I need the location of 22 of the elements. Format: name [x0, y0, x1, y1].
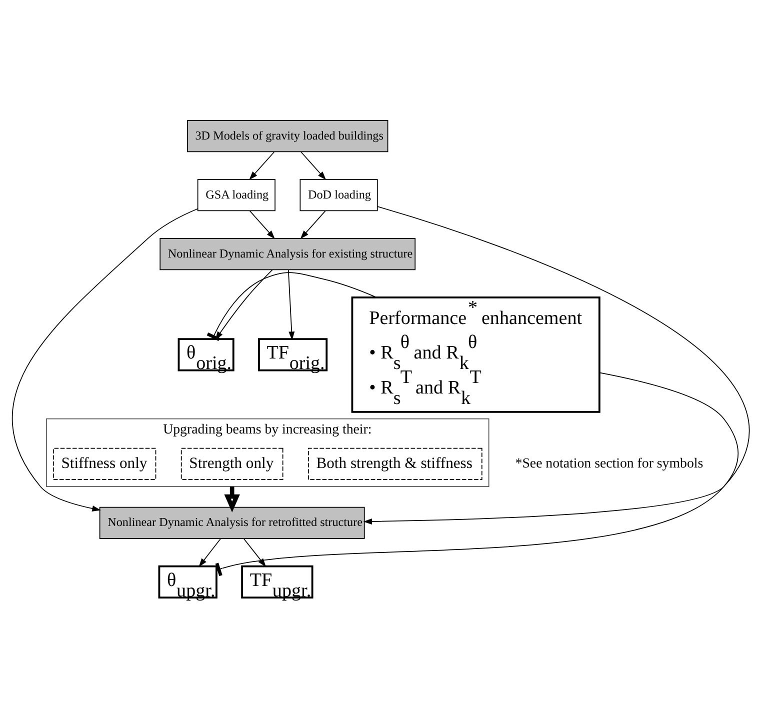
arrow: [224, 486, 240, 512]
arrow: [300, 151, 326, 180]
arrow: [300, 210, 326, 239]
node-box: Nonlinear Dynamic Analysis for retrofitted structure: [99, 506, 365, 538]
node-box: DoD loading: [300, 178, 378, 211]
node-box: GSA loading: [197, 178, 276, 211]
arrow: [363, 206, 750, 524]
connector: [215, 372, 739, 576]
node-label: upgr.: [272, 580, 312, 601]
label: *See notation section for symbols: [515, 456, 704, 471]
arrow: [12, 208, 198, 512]
node-box: Strength only: [180, 447, 284, 480]
arrow: [244, 538, 266, 566]
arrow: [288, 269, 295, 340]
node-box: 3D Models of gravity loaded buildings: [186, 120, 388, 152]
arrow: [198, 538, 221, 566]
node-box: Stiffness only: [52, 447, 156, 480]
arrow: [249, 151, 275, 180]
arrow: [249, 210, 275, 239]
node-label: upgr.: [176, 580, 216, 601]
node-box: Nonlinear Dynamic Analysis for existing structure: [160, 238, 416, 270]
node-box: Both strength & stiffness: [308, 447, 482, 480]
